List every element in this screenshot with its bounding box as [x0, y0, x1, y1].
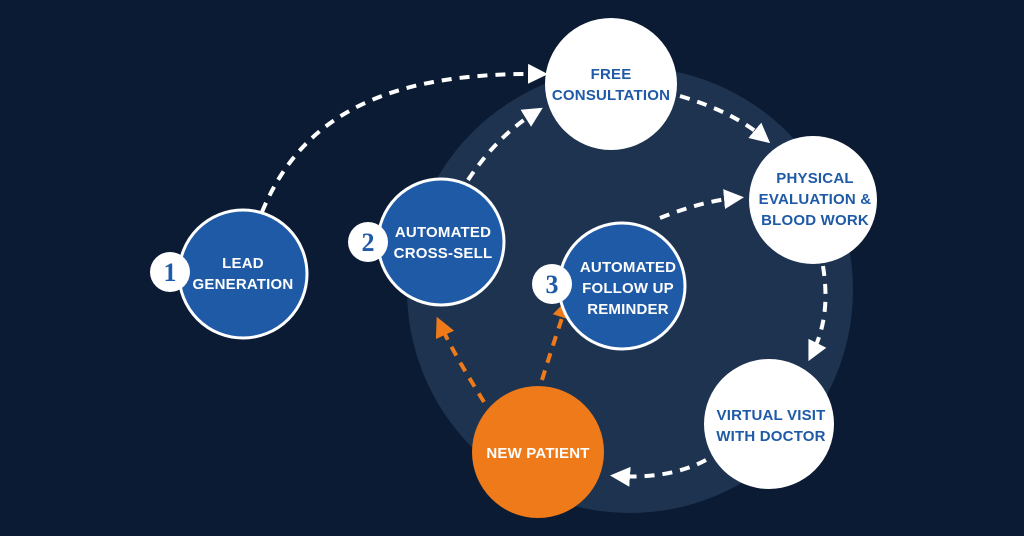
- arrow-evaluation-to-virtual-visit: [808, 265, 828, 362]
- free-consultation-label-line2: CONSULTATION: [552, 87, 670, 104]
- follow-up-label-line3: REMINDER: [587, 301, 669, 318]
- cross-sell-label-line2: CROSS-SELL: [394, 245, 493, 262]
- cross-sell-label-line1: AUTOMATED: [395, 224, 491, 241]
- badge-3-number: 3: [546, 270, 559, 299]
- arrow-virtual-visit-to-new-patient: [610, 458, 707, 487]
- physical-evaluation-label-line3: BLOOD WORK: [761, 212, 869, 229]
- node-lead-generation: LEAD GENERATION: [177, 208, 309, 340]
- badge-1: 1: [150, 252, 190, 292]
- virtual-visit-label-line2: WITH DOCTOR: [716, 428, 825, 445]
- follow-up-label-line1: AUTOMATED: [580, 259, 676, 276]
- lead-generation-label-line1: LEAD: [222, 255, 264, 272]
- badge-2-number: 2: [362, 228, 375, 257]
- physical-evaluation-label-line1: PHYSICAL: [776, 170, 853, 187]
- node-automated-follow-up: AUTOMATED FOLLOW UP REMINDER: [557, 221, 687, 351]
- new-patient-label: NEW PATIENT: [486, 445, 589, 462]
- arrow-followup-to-evaluation: [659, 189, 744, 220]
- lead-generation-label-line2: GENERATION: [193, 276, 294, 293]
- node-physical-evaluation: PHYSICAL EVALUATION & BLOOD WORK: [749, 136, 877, 264]
- node-virtual-visit: VIRTUAL VISIT WITH DOCTOR: [704, 359, 834, 489]
- node-free-consultation: FREE CONSULTATION: [545, 18, 677, 150]
- node-new-patient: NEW PATIENT: [472, 386, 604, 518]
- badge-1-number: 1: [164, 258, 177, 287]
- arrow-new-patient-to-crosssell: [435, 316, 486, 404]
- arrow-new-patient-to-followup: [540, 298, 572, 381]
- free-consultation-label-line1: FREE: [591, 66, 632, 83]
- badge-3: 3: [532, 264, 572, 304]
- badge-2: 2: [348, 222, 388, 262]
- virtual-visit-label-line1: VIRTUAL VISIT: [717, 407, 826, 424]
- node-automated-cross-sell: AUTOMATED CROSS-SELL: [376, 177, 506, 307]
- follow-up-label-line2: FOLLOW UP: [582, 280, 674, 297]
- physical-evaluation-label-line2: EVALUATION &: [759, 191, 872, 208]
- arrow-lead-to-consultation: [260, 63, 548, 213]
